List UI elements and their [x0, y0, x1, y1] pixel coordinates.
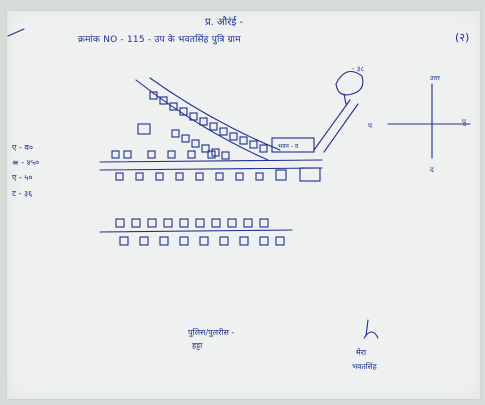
footer-line2: हट्टा: [192, 341, 203, 350]
legend-item: ए - ५०: [12, 173, 33, 182]
road-line: [99, 229, 293, 233]
road-line: [99, 167, 323, 171]
compass-south: द: [430, 166, 434, 174]
footer-line1: पुलिस/पुलरीस -: [188, 328, 235, 337]
compass-east: पु: [462, 118, 466, 126]
compass-west: प: [368, 122, 372, 130]
tree-trunk: [343, 93, 347, 105]
header-subtitle: क्रमांक NO - 115 - उप के भवतसिंह पुत्रि …: [78, 35, 241, 45]
path-line: [323, 103, 359, 153]
tree-icon: [335, 70, 364, 96]
corner-mark: [7, 28, 25, 37]
house-row-lower: [115, 218, 285, 246]
signature-line2: भवतसिंह: [352, 362, 377, 371]
page-number: (२): [455, 31, 470, 44]
signature-line1: मेरा: [356, 348, 367, 357]
building-box: [271, 137, 315, 153]
legend-item: ≡ - ४५०: [12, 158, 40, 167]
header-title: प्र. औरंई -: [205, 17, 244, 28]
house-row-mid: [137, 123, 230, 160]
legend-item: ट - ३६: [12, 189, 33, 198]
signature-mark: [363, 319, 379, 339]
building-label: भवन - व: [278, 143, 299, 150]
house-row-top: [149, 91, 268, 153]
house-row-road: [111, 150, 321, 182]
legend-item: ए - व०: [12, 143, 34, 152]
road-line: [99, 159, 323, 163]
paper-sheet: [6, 10, 481, 400]
path-line: [313, 99, 351, 151]
road-line: [149, 77, 281, 151]
tree-label: - ३८: [352, 65, 365, 73]
compass-north: उत्तर: [430, 75, 440, 82]
